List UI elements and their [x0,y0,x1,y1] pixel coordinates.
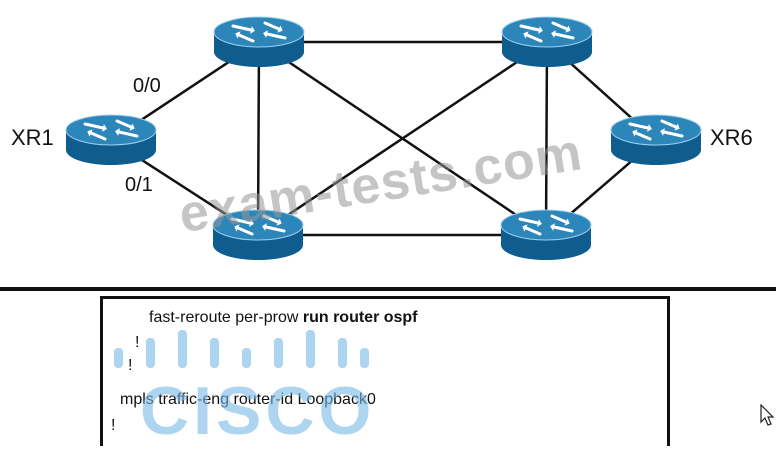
cisco-bars-logo [114,330,369,368]
link-r3-r4 [257,40,548,237]
router-icon-r2 [213,16,305,67]
config-separator: ! [128,357,133,374]
router-icon-r3 [212,209,304,260]
config-text: ow [277,309,303,326]
config-line-mpls-te: mpls traffic-eng router-id Loopback0 [120,391,376,408]
config-text: r [272,309,278,326]
router-icon-xr6 [610,114,702,165]
config-bold-command: run router ospf [302,309,418,326]
link-r4-r5 [544,41,549,236]
config-separator: ! [135,334,140,351]
xr6-label: XR6 [710,125,753,150]
config-separator: ! [111,417,116,434]
router-icon-r4 [501,16,593,67]
xr1-label: XR1 [11,125,54,150]
router-icon-xr1 [65,114,157,165]
topology-panel [0,287,776,291]
cisco-logo-text: CISCO [140,373,376,449]
port-label-0-1: 0/1 [125,174,153,196]
link-r2-r3 [256,41,261,236]
config-line-fast-reroute: fast-reroute per-prow run router ospf [149,309,418,327]
config-snippet: fast-reroute per-prow run router ospf ! … [100,296,670,446]
port-label-0-0: 0/0 [133,75,161,97]
mouse-cursor-icon [760,404,775,426]
config-text: fast-reroute per-p [149,309,273,326]
topology-diagram [65,16,702,260]
router-icon-r5 [500,209,592,260]
